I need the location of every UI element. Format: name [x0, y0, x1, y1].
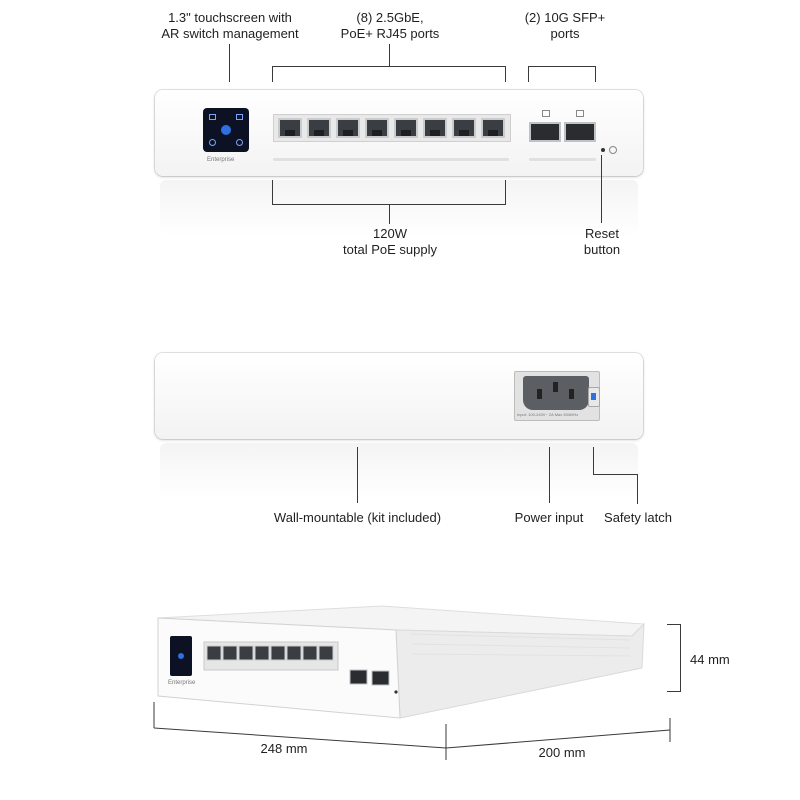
wall-mount-callout-line — [357, 447, 358, 503]
rj45-port — [254, 645, 270, 661]
socket-pin-icon — [569, 389, 574, 399]
touchscreen-callout-line — [229, 44, 230, 82]
touchscreen[interactable] — [203, 108, 249, 152]
height-bracket-vertical — [680, 624, 681, 692]
rear-reflection — [160, 443, 638, 499]
sfp-label: (2) 10G SFP+ ports — [524, 10, 606, 41]
sfp-port[interactable] — [564, 122, 596, 142]
screen-dot-icon — [209, 114, 216, 120]
power-led-icon — [609, 146, 617, 154]
rj45-bracket-stem — [389, 44, 390, 66]
poe-bracket-stem — [389, 204, 390, 224]
rj45-port — [318, 645, 334, 661]
reset-button — [394, 690, 398, 694]
wall-mount-label: Wall-mountable (kit included) — [273, 510, 442, 525]
sfp-bracket-left — [528, 66, 529, 82]
rj45-port-group — [273, 114, 511, 142]
socket-pin-icon — [537, 389, 542, 399]
latch-callout-stem — [593, 447, 594, 475]
rj45-port — [270, 645, 286, 661]
screen-dot-icon — [236, 139, 243, 146]
screen-logo-icon — [221, 125, 231, 135]
rj45-port — [238, 645, 254, 661]
rj45-port — [206, 645, 222, 661]
height-label: 44 mm — [690, 652, 730, 667]
width-label: 248 mm — [260, 741, 308, 756]
rj45-bracket-right — [505, 66, 506, 82]
latch-callout-bar — [593, 474, 638, 475]
sfp-port — [349, 669, 368, 685]
brand-text: Enterprise — [168, 680, 196, 686]
safety-latch[interactable] — [588, 387, 600, 407]
power-inlet[interactable]: Input: 100-240V~ 2A Max 50/60Hz — [514, 371, 600, 421]
latch-marker-icon — [591, 393, 596, 400]
rj45-bracket-bar — [272, 66, 506, 67]
sfp-led-icon — [542, 110, 550, 117]
rj45-port — [302, 645, 318, 661]
brand-text: Enterprise — [207, 157, 235, 163]
switch-perspective — [157, 605, 646, 719]
front-reflection — [160, 180, 638, 236]
touchscreen-label: 1.3" touchscreen with AR switch manageme… — [161, 10, 299, 41]
rj45-port[interactable] — [307, 118, 331, 138]
power-label: Power input — [514, 510, 584, 525]
power-callout-line — [549, 447, 550, 503]
reset-label: Reset button — [583, 226, 621, 257]
poe-bracket-left — [272, 180, 273, 204]
rj45-port[interactable] — [481, 118, 505, 138]
sfp-bracket-bar — [528, 66, 596, 67]
iec-socket-icon — [523, 376, 589, 410]
rj45-port[interactable] — [365, 118, 389, 138]
switch-rear-panel: Input: 100-240V~ 2A Max 50/60Hz — [155, 353, 643, 439]
rj45-port[interactable] — [452, 118, 476, 138]
dimension-lines — [153, 702, 671, 760]
sfp-port[interactable] — [529, 122, 561, 142]
sfp-bracket-right — [595, 66, 596, 82]
reset-callout-line — [601, 155, 602, 223]
latch-callout-drop — [637, 474, 638, 504]
socket-pin-icon — [553, 382, 558, 392]
rj45-port — [222, 645, 238, 661]
depth-label: 200 mm — [538, 745, 586, 760]
rj45-port — [286, 645, 302, 661]
rj45-port[interactable] — [423, 118, 447, 138]
reset-button[interactable] — [601, 148, 605, 152]
power-rating-text: Input: 100-240V~ 2A Max 50/60Hz — [517, 412, 579, 417]
poe-indicator-bar — [273, 158, 509, 161]
poe-label: 120W total PoE supply — [343, 226, 437, 257]
screen-logo-icon — [178, 653, 184, 659]
rj45-port[interactable] — [278, 118, 302, 138]
height-bracket-top — [667, 624, 681, 625]
rj45-port[interactable] — [394, 118, 418, 138]
sfp-indicator-bar — [529, 158, 596, 161]
sfp-port — [371, 670, 390, 686]
rj45-label: (8) 2.5GbE, PoE+ RJ45 ports — [340, 10, 440, 41]
height-bracket-bottom — [667, 691, 681, 692]
latch-label: Safety latch — [604, 510, 672, 525]
rj45-port[interactable] — [336, 118, 360, 138]
screen-dot-icon — [209, 139, 216, 146]
switch-front-panel: Enterprise — [155, 90, 643, 176]
poe-bracket-right — [505, 180, 506, 204]
sfp-led-icon — [576, 110, 584, 117]
screen-dot-icon — [236, 114, 243, 120]
rj45-bracket-left — [272, 66, 273, 82]
